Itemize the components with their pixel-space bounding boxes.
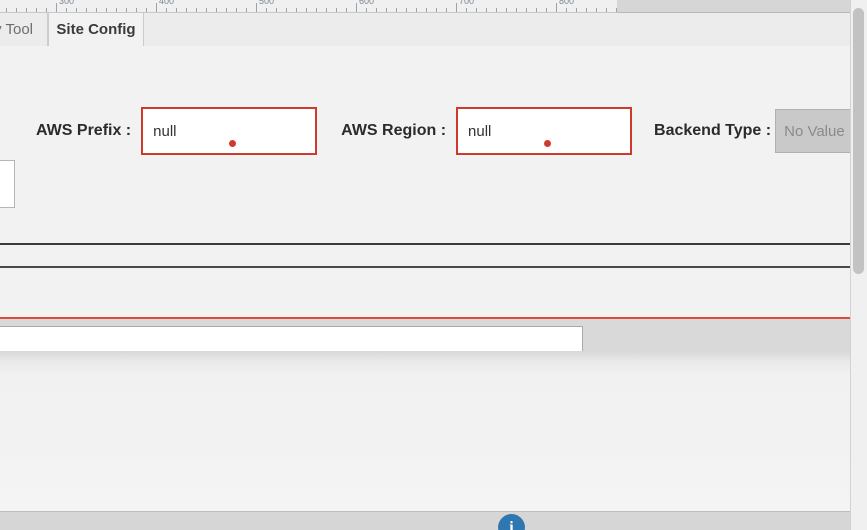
- ruler-tick-label: 300: [59, 0, 75, 6]
- ruler-minor-tick: [606, 8, 607, 12]
- ruler-minor-tick: [576, 8, 577, 12]
- site-config-panel: AWS Prefix : null AWS Region : null Back…: [0, 48, 867, 398]
- ruler-minor-tick: [446, 8, 447, 12]
- ruler-minor-tick: [546, 8, 547, 12]
- aws-prefix-value: null: [153, 122, 177, 140]
- ruler-major-tick: [256, 3, 257, 12]
- ruler-minor-tick: [16, 8, 17, 12]
- ruler-tick-label: 400: [159, 0, 175, 6]
- tab-y-tool[interactable]: y Tool: [0, 13, 48, 46]
- field-backend-type: Backend Type : No Value: [654, 109, 867, 153]
- config-form-row: AWS Prefix : null AWS Region : null Back…: [0, 100, 867, 162]
- section-divider-top: [0, 243, 850, 245]
- ruler-minor-tick: [476, 8, 477, 12]
- ruler-tick-label: 600: [359, 0, 375, 6]
- ruler-minor-tick: [226, 8, 227, 12]
- tab-site-config[interactable]: Site Config: [48, 13, 144, 46]
- ruler-minor-tick: [236, 8, 237, 12]
- ruler-minor-tick: [326, 8, 327, 12]
- ruler-minor-tick: [386, 8, 387, 12]
- ruler-minor-tick: [136, 8, 137, 12]
- ruler-tick-label: 800: [559, 0, 575, 6]
- ruler-minor-tick: [266, 8, 267, 12]
- ruler-minor-tick: [306, 8, 307, 12]
- status-bar: i: [0, 511, 867, 530]
- ruler-minor-tick: [66, 8, 67, 12]
- ruler-minor-tick: [426, 8, 427, 12]
- ruler-minor-tick: [296, 8, 297, 12]
- ruler-minor-tick: [536, 8, 537, 12]
- aws-region-input[interactable]: null: [456, 107, 633, 155]
- ruler-minor-tick: [566, 8, 567, 12]
- ruler-minor-tick: [586, 8, 587, 12]
- section-divider-error: [0, 317, 850, 319]
- aws-prefix-input[interactable]: null: [141, 107, 318, 155]
- aws-region-label: AWS Region :: [341, 122, 447, 139]
- tab-bar-filler: [144, 13, 850, 46]
- ruler-minor-tick: [376, 8, 377, 12]
- ruler-major-tick: [556, 3, 557, 12]
- ruler-inactive-region: [617, 0, 850, 13]
- ruler-minor-tick: [196, 8, 197, 12]
- field-aws-region: AWS Region : null: [341, 107, 633, 155]
- aws-region-value: null: [468, 122, 492, 140]
- ruler-minor-tick: [176, 8, 177, 12]
- ruler-minor-tick: [166, 8, 167, 12]
- ruler-minor-tick: [186, 8, 187, 12]
- ruler-minor-tick: [76, 8, 77, 12]
- ruler-major-tick: [456, 3, 457, 12]
- ruler-minor-tick: [46, 8, 47, 12]
- ruler-major-tick: [356, 3, 357, 12]
- ruler-minor-tick: [26, 8, 27, 12]
- ruler-minor-tick: [516, 8, 517, 12]
- ruler-tick-label: 500: [259, 0, 275, 6]
- backend-type-label: Backend Type :: [654, 122, 772, 139]
- clipped-left-input[interactable]: [0, 160, 15, 208]
- section-divider-bottom: [0, 266, 850, 268]
- info-icon[interactable]: i: [498, 514, 525, 530]
- horizontal-ruler: 300 400 500 600 700 800: [0, 0, 617, 13]
- ruler-minor-tick: [396, 8, 397, 12]
- ruler-minor-tick: [466, 8, 467, 12]
- ruler-minor-tick: [6, 8, 7, 12]
- ruler-minor-tick: [126, 8, 127, 12]
- ruler-minor-tick: [486, 8, 487, 12]
- vertical-scrollbar-thumb[interactable]: [853, 8, 864, 274]
- ruler-minor-tick: [496, 8, 497, 12]
- ruler-minor-tick: [316, 8, 317, 12]
- backend-type-value: No Value: [784, 122, 845, 140]
- ruler-major-tick: [156, 3, 157, 12]
- field-aws-prefix: AWS Prefix : null: [36, 107, 318, 155]
- ruler-major-tick: [56, 3, 57, 12]
- ruler-minor-tick: [526, 8, 527, 12]
- ruler-minor-tick: [506, 8, 507, 12]
- ruler-minor-tick: [116, 8, 117, 12]
- ruler-minor-tick: [416, 8, 417, 12]
- ruler-minor-tick: [366, 8, 367, 12]
- ruler-minor-tick: [436, 8, 437, 12]
- ruler-minor-tick: [216, 8, 217, 12]
- ruler-minor-tick: [346, 8, 347, 12]
- tab-bar: y Tool Site Config: [0, 13, 850, 46]
- vertical-scrollbar-track[interactable]: [850, 0, 867, 530]
- ruler-minor-tick: [276, 8, 277, 12]
- ruler-minor-tick: [36, 8, 37, 12]
- ruler-minor-tick: [336, 8, 337, 12]
- ruler-minor-tick: [286, 8, 287, 12]
- ruler-minor-tick: [596, 8, 597, 12]
- window-backdrop: [0, 351, 867, 530]
- ruler-minor-tick: [96, 8, 97, 12]
- ruler-tick-label: 700: [459, 0, 475, 6]
- ruler-minor-tick: [86, 8, 87, 12]
- ruler-minor-tick: [146, 8, 147, 12]
- aws-prefix-error-dot: [229, 140, 237, 147]
- ruler-minor-tick: [616, 8, 617, 12]
- ruler-minor-tick: [406, 8, 407, 12]
- ruler-minor-tick: [206, 8, 207, 12]
- ruler-minor-tick: [246, 8, 247, 12]
- aws-region-error-dot: [544, 140, 552, 147]
- ruler-minor-tick: [106, 8, 107, 12]
- aws-prefix-label: AWS Prefix :: [36, 122, 132, 139]
